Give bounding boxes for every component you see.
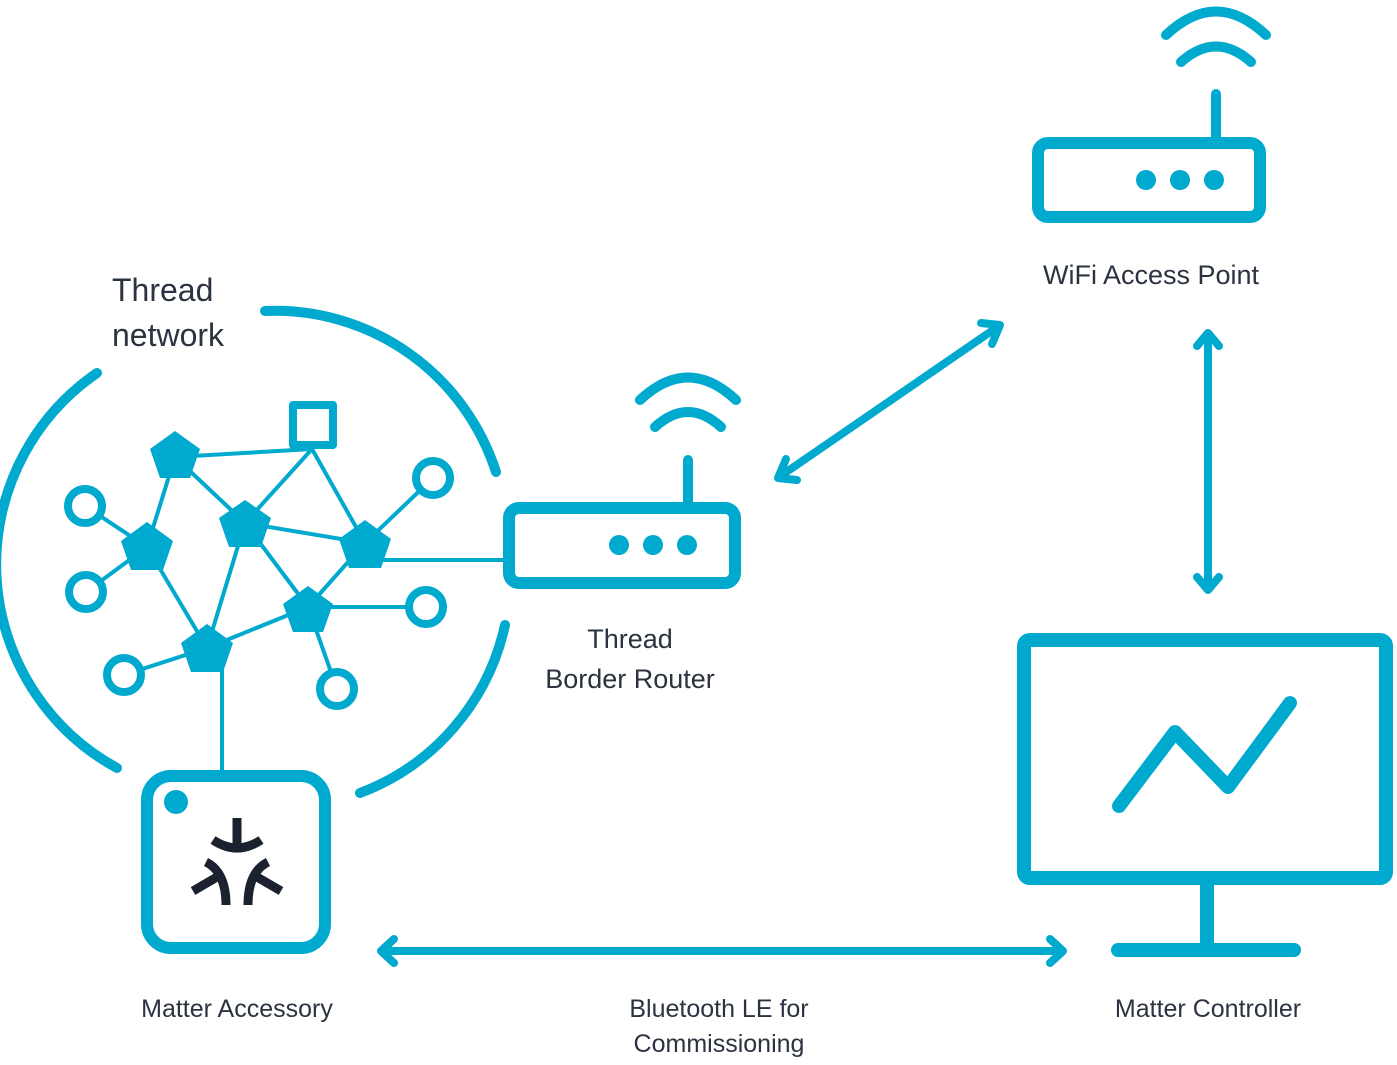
- router-led: [1170, 170, 1190, 190]
- access-point-wifi-wave-inner: [1176, 41, 1256, 67]
- wifi-access-point: WiFi Access Point: [1032, 6, 1271, 290]
- arrow-head-right: [977, 319, 1004, 348]
- thread-network-label-line2: network: [112, 317, 225, 353]
- mesh-node-pentagon: [150, 431, 200, 478]
- thread-network-arc-bottom: [355, 620, 510, 798]
- accessory-status-dot: [164, 790, 188, 814]
- router-led: [677, 535, 697, 555]
- mesh-node-circle: [316, 668, 358, 710]
- arrow-access-point-to-controller: [1193, 329, 1223, 594]
- router-led: [643, 535, 663, 555]
- mesh-node-circle: [412, 457, 454, 499]
- access-point-wifi-wave-outer: [1161, 6, 1271, 40]
- border-router-wifi-wave-outer: [635, 372, 741, 405]
- ble-label-line2: Commissioning: [634, 1030, 805, 1058]
- router-led: [1136, 170, 1156, 190]
- border-router-wifi-wave-inner: [650, 407, 726, 432]
- arrow-border-router-to-access-point: [774, 319, 1004, 484]
- arrow-head-down: [1193, 573, 1223, 594]
- ble-label-line1: Bluetooth LE for: [629, 995, 808, 1023]
- router-icon: [1032, 137, 1266, 223]
- mesh-node-circle: [64, 485, 106, 527]
- thread-network: Thread network: [0, 272, 510, 798]
- matter-controller: Matter Controller: [1017, 633, 1393, 1023]
- border-router-label-line1: Thread: [587, 624, 673, 654]
- thread-border-router: Thread Border Router: [503, 372, 741, 694]
- router-led: [609, 535, 629, 555]
- arrow-ble-commissioning: Bluetooth LE for Commissioning: [377, 935, 1067, 1058]
- thread-network-arc-top: [260, 305, 501, 477]
- mesh-node-pentagon: [181, 624, 233, 672]
- router-led: [1204, 170, 1224, 190]
- thread-network-arc-left: [0, 368, 122, 773]
- mesh-node-pentagon: [219, 500, 271, 547]
- mesh-node-pentagon: [121, 522, 173, 570]
- mesh-node-pentagon: [283, 586, 333, 632]
- arrow-shaft: [778, 324, 1000, 479]
- monitor-chart-line: [1112, 696, 1297, 813]
- monitor-chart-icon: [1017, 633, 1393, 885]
- matter-accessory: Matter Accessory: [141, 770, 333, 1023]
- thread-network-label-line1: Thread: [112, 272, 213, 308]
- accessory-device-icon: [141, 770, 331, 954]
- access-point-label: WiFi Access Point: [1043, 260, 1260, 290]
- arrow-head-up: [1193, 329, 1223, 350]
- matter-controller-label: Matter Controller: [1115, 995, 1301, 1023]
- mesh-router-nodes: [121, 431, 391, 672]
- mesh-node-circle: [103, 654, 145, 696]
- matter-accessory-label: Matter Accessory: [141, 995, 333, 1023]
- mesh-node-circle: [405, 586, 447, 628]
- border-router-label-line2: Border Router: [545, 664, 715, 694]
- mesh-node-square: [289, 401, 337, 449]
- arrow-head-right: [1046, 935, 1067, 967]
- arrow-head-left: [774, 455, 801, 484]
- matter-logo-icon: [190, 818, 284, 906]
- mesh-node-circle: [65, 571, 107, 613]
- mesh-end-devices: [64, 457, 454, 710]
- router-icon: [503, 502, 741, 589]
- arrow-head-left: [377, 935, 398, 967]
- mesh-node-pentagon: [339, 520, 391, 568]
